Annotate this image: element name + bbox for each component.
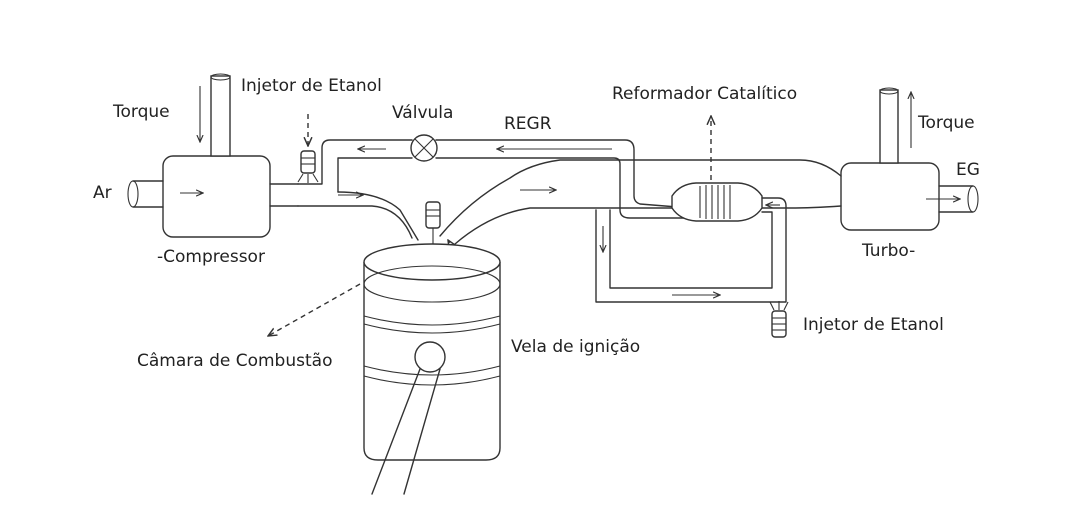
exhaust-gas-label: EG [956,160,980,180]
ethanol-injector-top-label: Injetor de Etanol [241,76,382,96]
air-label: Ar [93,183,112,203]
torque-right-label: Torque [917,113,975,133]
regr-label: REGR [504,114,552,134]
ethanol-injector-bottom-symbol [769,301,789,338]
compressor [127,73,271,238]
turbo [840,87,979,231]
catalytic-reformer-label: Reformador Catalítico [612,84,797,104]
torque-left-label: Torque [112,102,170,122]
turbo-label: Turbo- [861,241,915,261]
ethanol-injector-bottom-label: Injetor de Etanol [803,315,944,335]
compressor-label: -Compressor [157,247,265,267]
exhaust-manifold [439,159,842,245]
catalytic-reformer [671,116,763,222]
intake-pipe [269,139,419,241]
valve-label: Válvula [392,103,453,123]
valve-symbol [410,134,438,162]
combustion-chamber-label: Câmara de Combustão [137,351,332,371]
spark-plug-label: Vela de ignição [511,337,640,357]
ethanol-injector-top-symbol [297,114,319,183]
return-loop [595,197,787,303]
engine-cylinder [268,243,501,495]
regr-pipe [358,139,691,219]
